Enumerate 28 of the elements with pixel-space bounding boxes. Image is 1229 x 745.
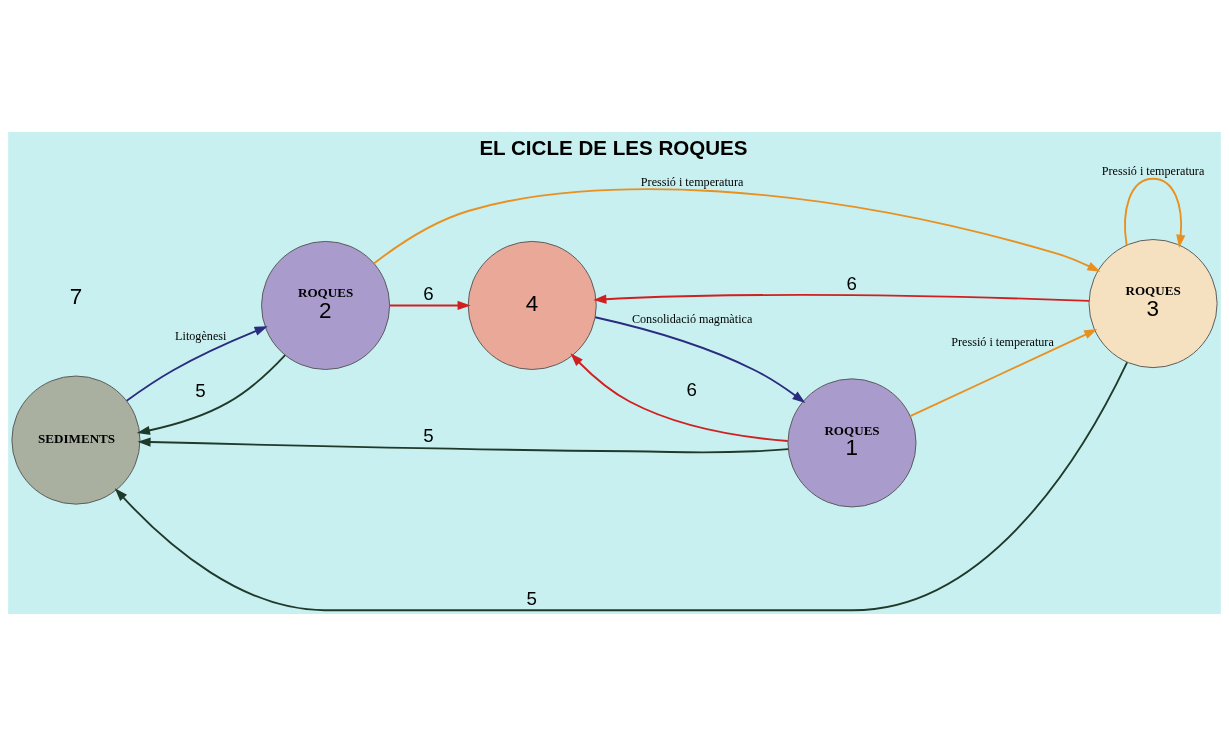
node-circle: SEDIMENTS	[11, 375, 141, 505]
diagram-title: EL CICLE DE LES ROQUES	[479, 135, 748, 159]
label: 7	[69, 283, 83, 309]
edge-label: Pressió i temperatura	[640, 174, 744, 189]
edge-label: 5	[195, 379, 206, 401]
arrow	[593, 293, 1090, 304]
arrow	[136, 353, 287, 435]
edge-label: Pressió i temperatura	[1101, 163, 1205, 178]
edge-label: 5	[423, 424, 434, 446]
node-circle: ROQUES 2	[261, 240, 391, 370]
arrow	[909, 328, 1098, 417]
edge-label: 6	[686, 378, 697, 400]
edge-label: 5	[526, 587, 538, 609]
node-circle: 4	[467, 240, 597, 370]
arrow	[137, 436, 790, 453]
arrow	[570, 352, 789, 442]
arrow	[114, 360, 1129, 611]
arrow	[1124, 177, 1186, 248]
edge-label: Pressió i temperatura	[951, 334, 1054, 349]
node-circle: ROQUES 1	[787, 377, 917, 507]
edge-label: 6	[846, 272, 857, 294]
edge-label: Consolidació magmàtica	[631, 311, 753, 326]
arrow	[594, 315, 806, 403]
arrow	[373, 187, 1101, 272]
edge-label: Litogènesi	[175, 328, 227, 343]
arrow	[388, 300, 471, 310]
edge-label: 6	[423, 282, 434, 304]
arrow	[125, 325, 268, 402]
